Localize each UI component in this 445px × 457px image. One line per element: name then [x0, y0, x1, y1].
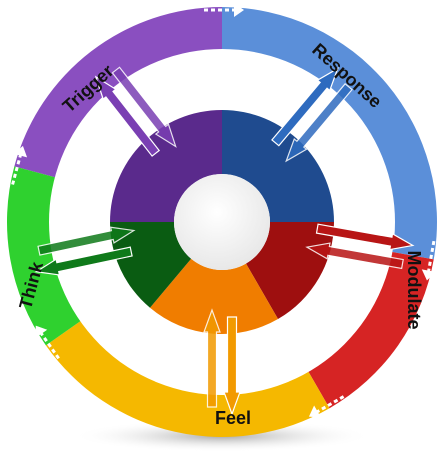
boundary-arrow-shaft-4 — [11, 153, 23, 185]
connector-arrow-response-outward — [271, 67, 339, 147]
boundary-arrow-shaft-3 — [39, 331, 60, 360]
connector-arrow-think-outward — [34, 246, 133, 276]
connector-arrow-response-inward — [285, 82, 353, 163]
connector-arrow-think — [34, 226, 136, 276]
connector-arrow-feel — [203, 308, 241, 416]
boundary-arrow-0 — [204, 3, 244, 17]
connector-arrow-feel-inward — [203, 308, 221, 408]
boundary-arrow-head-2 — [308, 405, 322, 418]
boundary-arrow-head-4 — [13, 145, 28, 158]
connector-arrows — [34, 66, 415, 416]
boundary-arrow-3 — [35, 325, 60, 360]
inner-segment-trigger — [110, 110, 222, 222]
connector-arrow-trigger-inward — [111, 66, 177, 148]
center-hub — [174, 174, 270, 270]
boundary-arrow-4 — [11, 145, 28, 185]
inner-wedges — [110, 110, 334, 334]
boundary-arrow-shaft-2 — [315, 395, 345, 414]
white-track — [49, 49, 395, 395]
connector-arrow-trigger — [94, 66, 177, 157]
boundary-arrow-head-0 — [234, 3, 244, 17]
connector-arrow-modulate-inward — [305, 242, 404, 270]
boundary-arrows — [11, 3, 436, 418]
inner-segment-feel — [150, 258, 278, 334]
connector-arrow-modulate-outward — [315, 223, 415, 251]
boundary-arrow-head-3 — [35, 325, 48, 338]
connector-arrow-think-inward — [37, 226, 136, 256]
outer-segment-modulate — [301, 249, 434, 409]
boundary-arrow-shaft-1 — [426, 240, 436, 273]
inner-segment-response — [222, 110, 334, 222]
boundary-arrow-1 — [421, 240, 436, 281]
label-modulate: Modulate — [404, 251, 424, 330]
connector-arrow-modulate — [305, 223, 415, 270]
connector-arrow-feel-outward — [223, 316, 241, 416]
label-feel: Feel — [215, 408, 251, 428]
inner-segment-think — [110, 222, 192, 308]
boundary-arrow-2 — [308, 395, 345, 418]
boundary-arrow-head-1 — [421, 269, 436, 281]
connector-arrow-response — [271, 67, 353, 163]
connector-arrow-trigger-outward — [94, 75, 161, 157]
